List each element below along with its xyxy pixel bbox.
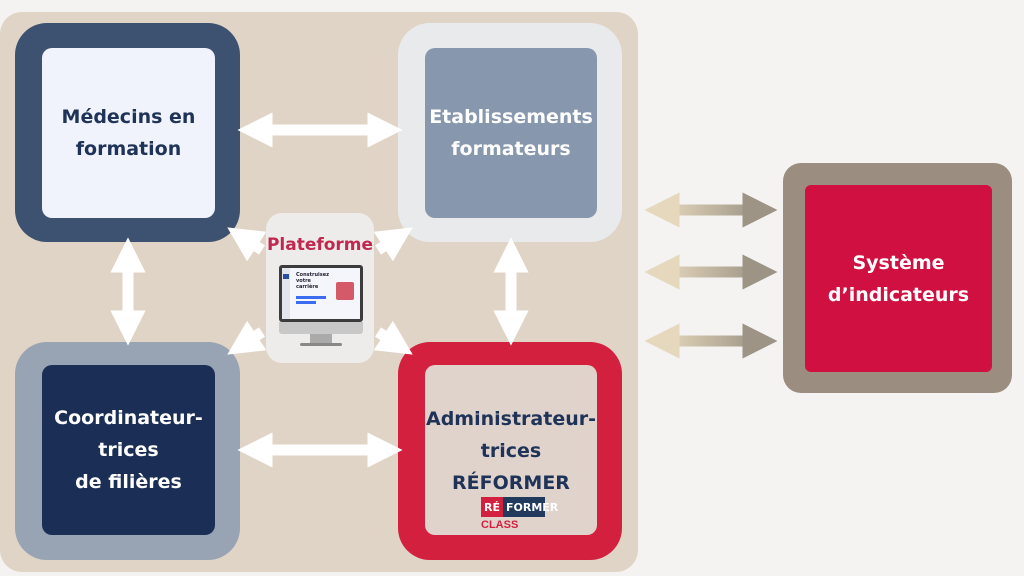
platform-title: Plateforme [266,235,374,255]
platform-screen-heading: Construisez votre carrière [296,272,330,290]
administrateurs-line1: Administrateur- [426,408,596,430]
coordinateurs-line2: trices [98,439,159,461]
logo-former: FORMER [505,500,559,514]
platform-screen: Construisez votre carrière [282,268,360,319]
platform-card: Plateforme Construisez votre carrière [266,213,374,363]
coordinateurs-line1: Coordinateur- [54,407,203,429]
administrateurs-line3: RÉFORMER [452,472,570,494]
coordinateurs-label: Coordinateur- trices de filières [42,365,215,535]
administrateurs-line2: trices [480,440,542,462]
monitor-stand [310,334,332,343]
arrow-platform-medecins [227,227,267,262]
arrow-platform-etablissements [373,227,413,262]
arrow-platform-coordinateurs [227,320,267,355]
coordinateurs-line3: de filières [75,471,182,493]
logo-re: RÉ [481,497,503,517]
systeme-text: Système d’indicateurs [827,251,970,306]
systeme-label: Système d’indicateurs [805,185,992,372]
arrow-platform-administrateurs [373,320,413,355]
monitor-icon: Construisez votre carrière [279,265,363,322]
medecins-label: Médecins en formation [42,48,215,218]
medecins-text: Médecins en formation [61,106,196,160]
etablissements-label: Etablissements formateurs [425,48,597,218]
monitor-base [300,343,342,346]
class-logo: CLASS [481,519,519,531]
etablissements-text: Etablissements formateurs [429,106,593,160]
monitor-chin [279,322,363,334]
